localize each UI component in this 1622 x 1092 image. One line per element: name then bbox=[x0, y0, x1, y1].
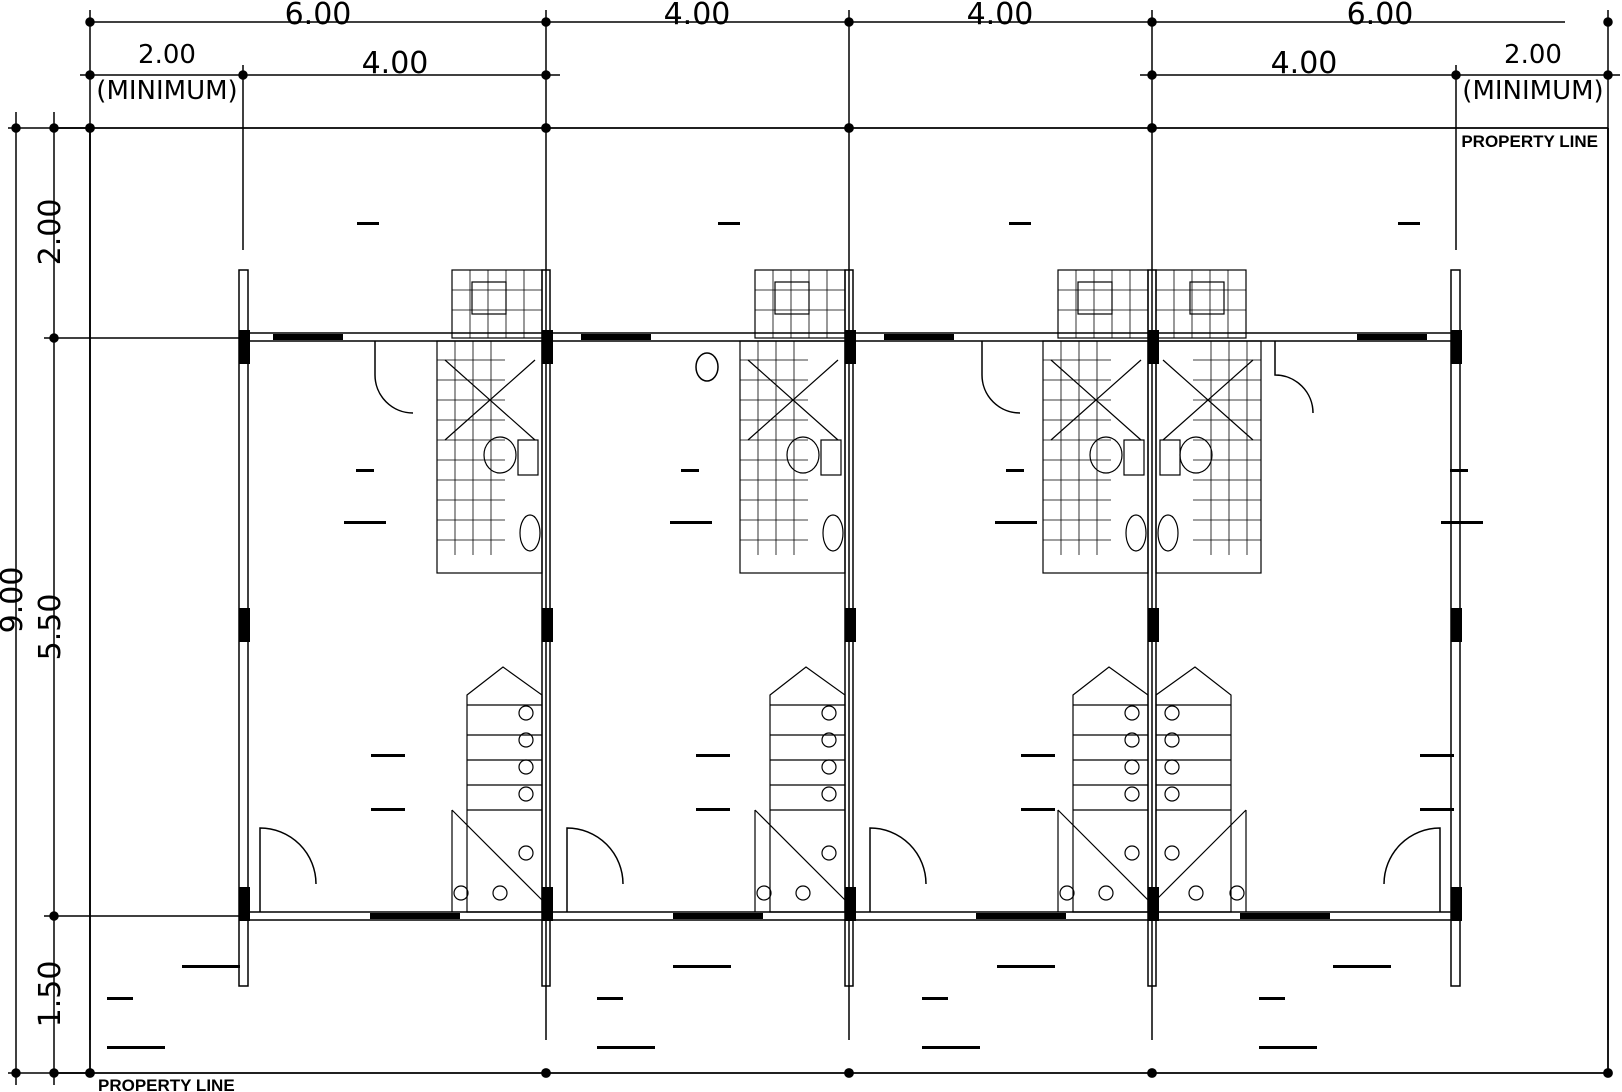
dim-left-seg-1: 2.00 bbox=[33, 199, 68, 266]
room-annotation-marks bbox=[107, 222, 1483, 1049]
dim-left-min-note: (MINIMUM) bbox=[96, 76, 237, 106]
dim-right-min-value: 2.00 bbox=[1504, 40, 1562, 70]
dim-left-seg-2: 5.50 bbox=[33, 594, 68, 661]
left-dimension-lines bbox=[8, 112, 250, 1085]
property-line-label-top: PROPERTY LINE bbox=[1461, 132, 1598, 151]
dim-right-min-note: (MINIMUM) bbox=[1462, 76, 1603, 106]
windows bbox=[273, 334, 1427, 919]
bath-tile-grid bbox=[437, 270, 1261, 555]
doors bbox=[259, 341, 1441, 912]
property-lines bbox=[54, 123, 1613, 1078]
dim-top-2: 4.00 bbox=[664, 0, 731, 32]
top-dimension-row-1 bbox=[85, 10, 1613, 1040]
columns bbox=[239, 330, 1462, 921]
dim-left-span: 4.00 bbox=[362, 46, 429, 81]
dim-right-span: 4.00 bbox=[1271, 46, 1338, 81]
dim-top-1: 6.00 bbox=[285, 0, 352, 32]
dim-left-min-value: 2.00 bbox=[138, 40, 196, 70]
stairs bbox=[451, 666, 1247, 913]
dim-left-total: 9.00 bbox=[0, 567, 30, 634]
top-dimension-row-2 bbox=[80, 65, 1620, 250]
dim-top-3: 4.00 bbox=[967, 0, 1034, 32]
dim-top-4: 6.00 bbox=[1347, 0, 1414, 32]
dim-left-seg-3: 1.50 bbox=[33, 961, 68, 1028]
property-line-label-bottom: PROPERTY LINE bbox=[98, 1076, 235, 1092]
